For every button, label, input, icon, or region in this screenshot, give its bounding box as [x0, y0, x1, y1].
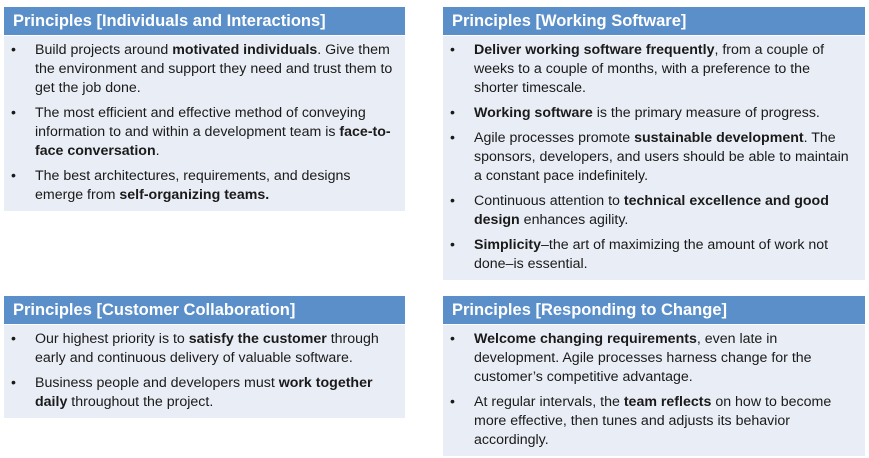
bullet-dot-icon: •: [450, 237, 455, 253]
bullet-text: on how to become more effective, then tu…: [474, 394, 832, 448]
bullet-list: • Build projects around motivated individ…: [11, 41, 395, 205]
bullet-text: . The sponsors, developers, and users sh…: [474, 130, 849, 184]
panel-title: Principles [Working Software]: [443, 7, 865, 36]
bullet-text-bold: work together daily: [35, 375, 373, 410]
bullet-text: Build projects around: [35, 42, 173, 58]
bullet-text: throughout the project.: [67, 394, 214, 410]
bullet-dot-icon: •: [450, 130, 455, 146]
panel-working-software: Principles [Working Software] • Deliver w…: [443, 7, 865, 280]
bullet-dot-icon: •: [450, 105, 455, 121]
bullet-text-bold: Working software: [474, 105, 593, 121]
panel-body: • Welcome changing requirements, even lat…: [443, 325, 865, 456]
bullet-list: • Our highest priority is to satisfy the …: [11, 330, 395, 412]
bullet-dot-icon: •: [11, 42, 16, 58]
panel-customer-collaboration: Principles [Customer Collaboration] • Our…: [4, 296, 405, 418]
bullet-text-bold: Deliver working software frequently: [474, 42, 715, 58]
bullet-text: , even late in development. Agile proces…: [474, 331, 812, 385]
bullet-item: • The best architectures, requirements, a…: [11, 167, 395, 205]
bullet-dot-icon: •: [11, 331, 16, 347]
bullet-text-bold: face-to-face conversation: [35, 124, 391, 159]
panel-individuals-interactions: Principles [Individuals and Interactions…: [4, 7, 405, 211]
bullet-text-bold: satisfy the customer: [188, 331, 327, 347]
bullet-text: , from a couple of weeks to a couple of …: [474, 42, 825, 96]
bullet-text-bold: sustainable development: [634, 130, 804, 146]
bullet-item: • Simplicity–the art of maximizing the am…: [450, 236, 855, 274]
panel-title: Principles [Customer Collaboration]: [4, 296, 405, 325]
bullet-text-bold: Welcome changing requirements: [474, 331, 697, 347]
panel-responding-to-change: Principles [Responding to Change] • Welco…: [443, 296, 865, 456]
bullet-dot-icon: •: [450, 394, 455, 410]
bullet-dot-icon: •: [11, 375, 16, 391]
bullet-item: • Continuous attention to technical excel…: [450, 192, 855, 230]
bullet-item: • Our highest priority is to satisfy the …: [11, 330, 395, 368]
panel-title: Principles [Individuals and Interactions…: [4, 7, 405, 36]
bullet-text: . Give them the environment and support …: [35, 42, 393, 96]
bullet-text: Our highest priority is to: [35, 331, 189, 347]
bullet-item: • Welcome changing requirements, even lat…: [450, 330, 855, 387]
bullet-item: • Build projects around motivated individ…: [11, 41, 395, 98]
bullet-text: Agile processes promote: [474, 130, 635, 146]
bullet-item: • Agile processes promote sustainable dev…: [450, 129, 855, 186]
bullet-text: Business people and developers must: [35, 375, 279, 391]
bullet-text: The best architectures, requirements, an…: [35, 168, 351, 203]
bullet-text: –the art of maximizing the amount of wor…: [474, 237, 829, 272]
panel-title: Principles [Responding to Change]: [443, 296, 865, 325]
bullet-item: • The most efficient and effective method…: [11, 104, 395, 161]
bullet-list: • Welcome changing requirements, even lat…: [450, 330, 855, 450]
bullet-dot-icon: •: [450, 42, 455, 58]
bullet-text: Continuous attention to: [474, 193, 624, 209]
bullet-dot-icon: •: [450, 193, 455, 209]
bullet-text: is the primary measure of progress.: [592, 105, 820, 121]
bullet-text-bold: team reflects: [623, 394, 712, 410]
bullet-text-bold: technical excellence and good design: [474, 193, 829, 228]
panel-body: • Build projects around motivated individ…: [4, 36, 405, 211]
bullet-item: • At regular intervals, the team reflects…: [450, 393, 855, 450]
bullet-dot-icon: •: [11, 168, 16, 184]
bullet-text-bold: Simplicity: [474, 237, 542, 253]
bullet-text: enhances agility.: [519, 212, 629, 228]
panel-body: • Our highest priority is to satisfy the …: [4, 325, 405, 418]
bullet-text: The most efficient and effective method …: [35, 105, 366, 140]
bullet-item: • Business people and developers must wor…: [11, 374, 395, 412]
bullet-list: • Deliver working software frequently, fr…: [450, 41, 855, 274]
bullet-dot-icon: •: [11, 105, 16, 121]
bullet-dot-icon: •: [450, 331, 455, 347]
bullet-item: • Working software is the primary measure…: [450, 104, 855, 123]
bullet-text: .: [155, 143, 160, 159]
bullet-item: • Deliver working software frequently, fr…: [450, 41, 855, 98]
bullet-text: through early and continuous delivery of…: [35, 331, 379, 366]
panel-body: • Deliver working software frequently, fr…: [443, 36, 865, 280]
bullet-text-bold: motivated individuals: [172, 42, 318, 58]
bullet-text: At regular intervals, the: [474, 394, 624, 410]
bullet-text-bold: self-organizing teams.: [119, 187, 270, 203]
